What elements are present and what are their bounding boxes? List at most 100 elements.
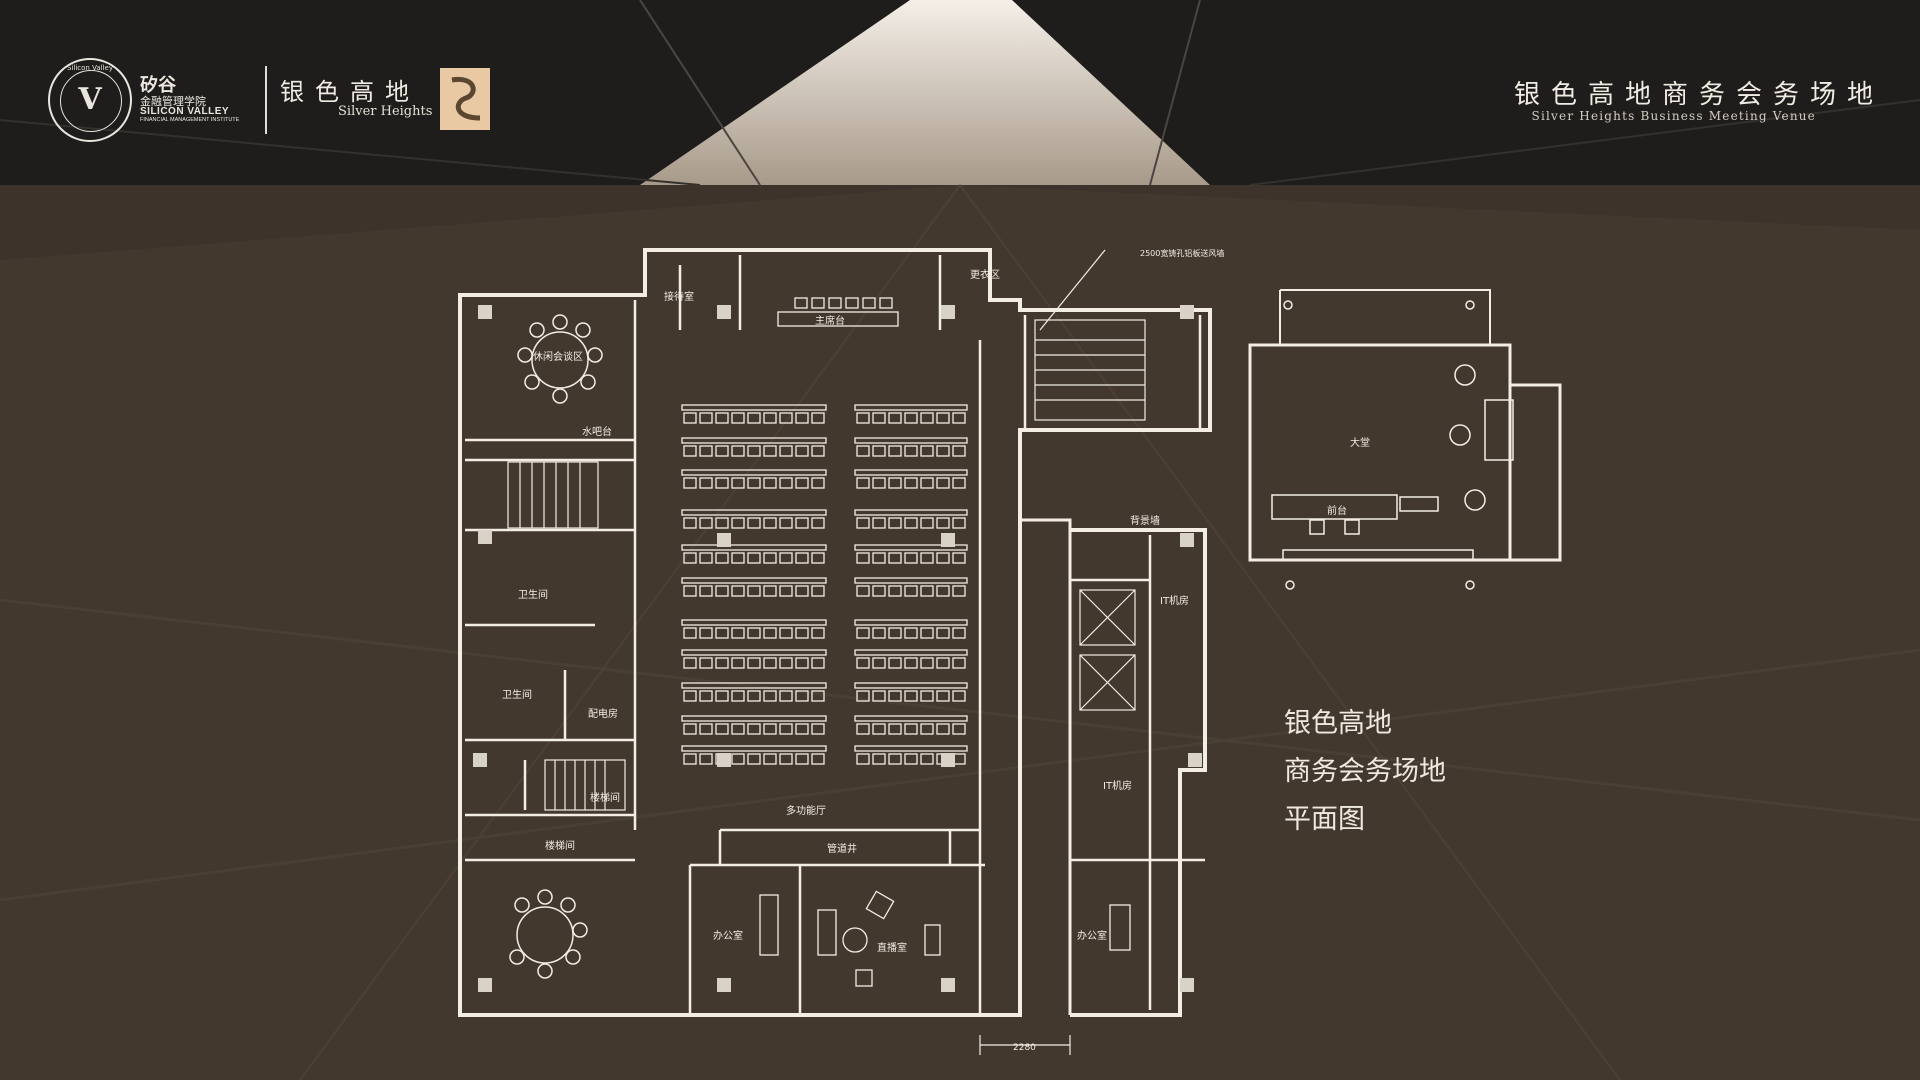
- seat-row-table: [854, 437, 968, 444]
- seat-row-table: [854, 469, 968, 476]
- seat: [747, 412, 761, 424]
- header-divider: [265, 66, 267, 134]
- seat: [763, 723, 777, 735]
- seat: [747, 723, 761, 735]
- seat: [904, 477, 918, 489]
- round-tables: [509, 314, 1486, 979]
- seat: [779, 585, 793, 597]
- seat: [904, 412, 918, 424]
- seat: [763, 753, 777, 765]
- seat: [856, 445, 870, 457]
- seat: [920, 657, 934, 669]
- seat: [715, 723, 729, 735]
- seat: [747, 585, 761, 597]
- seat: [856, 753, 870, 765]
- seat: [795, 627, 809, 639]
- seat: [936, 690, 950, 702]
- seat: [747, 517, 761, 529]
- venue-title-en: Silver Heights Business Meeting Venue: [1531, 109, 1816, 123]
- seat: [936, 657, 950, 669]
- columns: [473, 305, 1202, 992]
- label-it-room-2: IT机房: [1103, 781, 1133, 792]
- seat: [763, 657, 777, 669]
- seat: [731, 477, 745, 489]
- seat: [795, 412, 809, 424]
- seat: [811, 445, 825, 457]
- seat: [747, 657, 761, 669]
- seat: [811, 552, 825, 564]
- seat: [699, 657, 713, 669]
- seat: [920, 723, 934, 735]
- seat: [795, 585, 809, 597]
- seat: [699, 412, 713, 424]
- seat-row-table: [854, 509, 968, 516]
- seat-row-table: [681, 404, 827, 411]
- seat: [699, 690, 713, 702]
- seat: [763, 585, 777, 597]
- seat: [779, 690, 793, 702]
- seat: [715, 445, 729, 457]
- seat: [731, 723, 745, 735]
- seat: [904, 552, 918, 564]
- seat: [763, 690, 777, 702]
- seat: [888, 753, 902, 765]
- seat: [747, 445, 761, 457]
- seat: [856, 585, 870, 597]
- seat-row-table: [854, 619, 968, 626]
- seat: [872, 627, 886, 639]
- seat: [872, 477, 886, 489]
- seat: [811, 477, 825, 489]
- seat-row-table: [854, 544, 968, 551]
- label-hall: 大堂: [1350, 438, 1370, 449]
- seat: [952, 723, 966, 735]
- label-water-bar: 水吧台: [582, 427, 612, 438]
- seat: [795, 552, 809, 564]
- plan-title-line-3: 平面图: [1284, 804, 1365, 835]
- seat: [699, 552, 713, 564]
- seat: [699, 585, 713, 597]
- seat: [856, 723, 870, 735]
- stairs: [507, 319, 1146, 811]
- seat: [699, 753, 713, 765]
- seat: [683, 445, 697, 457]
- label-multi-hall: 多功能厅: [786, 806, 826, 817]
- seat-row-table: [681, 509, 827, 516]
- seat: [747, 690, 761, 702]
- seat: [904, 517, 918, 529]
- seal-icon: Silicon Valley V: [48, 58, 132, 142]
- seat: [699, 627, 713, 639]
- label-dimension: 2280: [1013, 1043, 1036, 1053]
- seat: [683, 690, 697, 702]
- seat: [952, 517, 966, 529]
- seat: [811, 690, 825, 702]
- seat: [683, 412, 697, 424]
- seat: [856, 552, 870, 564]
- seat: [920, 552, 934, 564]
- seat: [699, 517, 713, 529]
- seat-row-table: [681, 577, 827, 584]
- seat: [952, 690, 966, 702]
- seat-row-table: [681, 649, 827, 656]
- lobby-furniture: [1271, 300, 1514, 590]
- seat: [715, 517, 729, 529]
- label-restroom-2: 卫生间: [502, 690, 532, 701]
- seat: [952, 477, 966, 489]
- seat: [952, 445, 966, 457]
- seat: [795, 517, 809, 529]
- seat: [795, 690, 809, 702]
- seat: [779, 552, 793, 564]
- seat: [683, 723, 697, 735]
- seat: [811, 517, 825, 529]
- brand-mark-icon: [440, 68, 490, 130]
- seat: [715, 412, 729, 424]
- seat: [779, 753, 793, 765]
- institute-subtitle-cn: 金融管理学院: [140, 94, 206, 108]
- seat: [731, 657, 745, 669]
- seat: [888, 517, 902, 529]
- seat: [888, 585, 902, 597]
- institute-logo: Silicon Valley V 矽谷 金融管理学院 SILICON VALLE…: [48, 58, 239, 142]
- seat: [904, 690, 918, 702]
- seat: [920, 412, 934, 424]
- seat: [683, 753, 697, 765]
- label-front-desk: 前台: [1327, 506, 1347, 517]
